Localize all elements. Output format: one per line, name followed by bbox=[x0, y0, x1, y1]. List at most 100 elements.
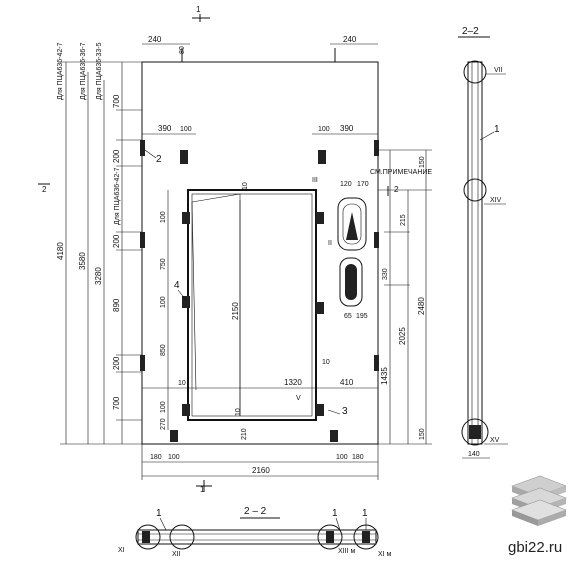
loop-upper-inner bbox=[342, 203, 362, 245]
callout-1-bottom-a: 1 bbox=[156, 508, 162, 519]
plate-upper-right bbox=[318, 150, 326, 164]
panel-outline bbox=[141, 61, 379, 445]
left-dimension-lines bbox=[60, 61, 169, 445]
note-mark-4: Для ПЦА636-42-7 bbox=[114, 167, 121, 225]
door-inner-frame bbox=[191, 193, 313, 417]
dim-65: 65 bbox=[344, 313, 352, 320]
loop-lower-fill bbox=[345, 264, 357, 300]
note-mark-2: Для ПЦА636-36-7 bbox=[80, 42, 87, 100]
dim-2150: 2150 bbox=[231, 302, 240, 320]
edge-plate-1 bbox=[140, 140, 145, 156]
embedded-plates bbox=[140, 140, 379, 442]
dim-170: 170 bbox=[357, 181, 369, 188]
dim-3580: 3580 bbox=[78, 252, 87, 270]
dim-750: 750 bbox=[160, 258, 167, 270]
label-XII: XII bbox=[172, 551, 181, 558]
section-mark-top: 1 bbox=[196, 5, 201, 14]
dim-150-top: 150 bbox=[419, 156, 426, 168]
plate-upper-left bbox=[180, 150, 188, 164]
dim-270: 270 bbox=[160, 418, 167, 430]
dim-4180: 4180 bbox=[56, 242, 65, 260]
note-mark-1: Для ПЦА636-42-7 bbox=[57, 42, 64, 100]
dim-100-door-b: 100 bbox=[160, 296, 167, 308]
watermark-text: gbi22.ru bbox=[508, 539, 562, 556]
dim-80: 80 bbox=[179, 46, 186, 54]
dim-240-right: 240 bbox=[343, 35, 357, 44]
label-XIm: XI м bbox=[378, 551, 392, 558]
dim-100-right: 100 bbox=[318, 126, 330, 133]
dim-100-right-bottom: 100 bbox=[336, 454, 348, 461]
plate-door-right-3 bbox=[316, 404, 324, 416]
section-mark-left: 2 bbox=[42, 185, 47, 194]
detail-circle-bottom bbox=[461, 418, 489, 446]
door-dims: 10 2150 10 210 10 1320 10 410 bbox=[178, 182, 354, 440]
bottom-section: 2 – 2 XI XII XIII м XI м 1 1 1 bbox=[118, 506, 392, 558]
dim-2480: 2480 bbox=[417, 297, 426, 315]
dim-1435: 1435 bbox=[380, 367, 389, 385]
bottom-section-body bbox=[137, 529, 377, 545]
dim-180-left: 180 bbox=[150, 454, 162, 461]
top-dims: 240 80 240 390 100 100 390 1 bbox=[142, 5, 378, 135]
dim-200-c: 200 bbox=[112, 356, 121, 370]
main-panel bbox=[140, 48, 379, 445]
dim-210: 210 bbox=[241, 428, 248, 440]
plate-door-left-3 bbox=[182, 404, 190, 416]
note-mark-3: Для ПЦА636-33-5 bbox=[96, 42, 103, 100]
edge-plate-5 bbox=[374, 232, 379, 248]
plate-door-left-1 bbox=[182, 212, 190, 224]
label-III: III bbox=[312, 177, 318, 184]
label-V: V bbox=[296, 395, 301, 402]
bottom-dims: 180 100 2160 100 180 1 bbox=[141, 444, 379, 494]
callout-1-bottom-b: 1 bbox=[332, 508, 338, 519]
right-section-title: 2–2 bbox=[462, 26, 479, 37]
dim-door-top-10: 10 bbox=[242, 182, 249, 190]
dim-215: 215 bbox=[400, 214, 407, 226]
plate-door-right-1 bbox=[316, 212, 324, 224]
callout-1-right: 1 bbox=[494, 124, 500, 135]
loop-upper bbox=[337, 197, 367, 251]
label-XI: XI bbox=[118, 547, 125, 554]
dim-180-right: 180 bbox=[352, 454, 364, 461]
dim-100-left: 100 bbox=[180, 126, 192, 133]
plate-door-left-2 bbox=[182, 296, 190, 308]
label-II: II bbox=[328, 240, 332, 247]
dim-200-a: 200 bbox=[112, 149, 121, 163]
dim-150-bottom: 150 bbox=[419, 428, 426, 440]
dim-2025: 2025 bbox=[398, 327, 407, 345]
dim-200-b: 200 bbox=[112, 234, 121, 248]
dim-door-right-10: 10 bbox=[322, 359, 330, 366]
dim-700-bottom: 700 bbox=[112, 396, 121, 410]
dim-850: 850 bbox=[160, 344, 167, 356]
callout-1-bottom-c: 1 bbox=[362, 508, 368, 519]
plate-door-right-2 bbox=[316, 302, 324, 314]
dim-3280: 3280 bbox=[94, 267, 103, 285]
right-section: 2–2 VII XIV XV 1 140 bbox=[458, 26, 508, 459]
detail-circle-mid bbox=[463, 178, 487, 202]
watermark-logo bbox=[511, 475, 567, 526]
callout-2: 2 bbox=[156, 154, 162, 165]
dim-120: 120 bbox=[340, 181, 352, 188]
dim-390-left: 390 bbox=[158, 124, 172, 133]
detail-circle-top bbox=[463, 60, 487, 84]
section-mark-bottom: 1 bbox=[200, 485, 205, 494]
right-dims: 150 215 330 1435 2025 2480 150 120 170 6… bbox=[340, 149, 432, 445]
callout-4: 4 bbox=[174, 280, 180, 291]
label-XIIIm: XIII м bbox=[338, 548, 355, 555]
dim-door-mid-10: 10 bbox=[235, 408, 242, 416]
dim-100-left-bottom: 100 bbox=[168, 454, 180, 461]
dim-1320: 1320 bbox=[284, 378, 302, 387]
edge-plate-4 bbox=[374, 140, 379, 156]
label-XV: XV bbox=[490, 437, 500, 444]
dim-2160: 2160 bbox=[252, 466, 270, 475]
bottom-section-title: 2 – 2 bbox=[244, 506, 267, 517]
dim-700-top: 700 bbox=[112, 94, 121, 108]
plate-bottom-right bbox=[330, 430, 338, 442]
dim-140: 140 bbox=[468, 451, 480, 458]
plate-bottom-left bbox=[170, 430, 178, 442]
dim-100-door-c: 100 bbox=[160, 401, 167, 413]
dim-410: 410 bbox=[340, 378, 354, 387]
panel-callouts: 2 4 3 III II V bbox=[144, 149, 348, 417]
note-see-remark: СМ.ПРИМЕЧАНИЕ bbox=[370, 169, 432, 176]
loop-upper-wedge bbox=[346, 212, 358, 240]
